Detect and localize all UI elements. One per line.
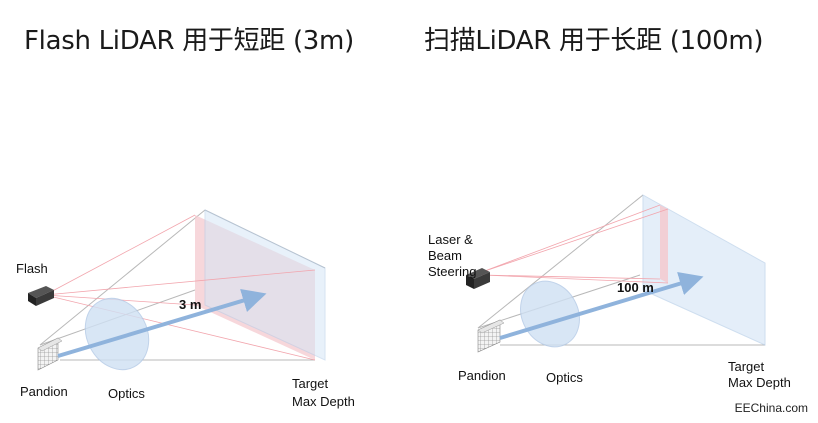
right-distance-label: 100 m <box>617 280 654 295</box>
left-target-label-1: Target <box>292 376 329 391</box>
right-detector-icon <box>477 319 505 353</box>
right-scene <box>466 194 766 353</box>
laser-label-1: Laser & <box>428 232 473 247</box>
left-title: Flash LiDAR 用于短距 (3m) <box>24 26 354 56</box>
right-target-label-2: Max Depth <box>728 375 791 390</box>
right-optics-label: Optics <box>546 370 583 385</box>
left-distance-arrow <box>57 288 267 358</box>
right-target-label-1: Target <box>728 359 765 374</box>
right-laser-rays <box>481 204 669 284</box>
left-distance-label: 3 m <box>179 297 202 312</box>
right-title: 扫描LiDAR 用于长距 (100m) <box>424 26 764 56</box>
right-optics-lens <box>520 280 580 348</box>
laser-label-2: Beam <box>428 248 462 263</box>
left-target-label-2: Max Depth <box>292 394 355 409</box>
left-detector-icon <box>37 337 63 371</box>
left-optics-lens <box>84 297 150 371</box>
flash-label: Flash <box>16 261 48 276</box>
flash-source-icon <box>28 286 54 306</box>
right-target-plane-blue <box>642 194 766 346</box>
laser-source-icon <box>466 268 490 289</box>
right-scan-stripe <box>660 205 668 283</box>
right-distance-arrow <box>499 271 704 340</box>
right-pandion-label: Pandion <box>458 368 506 383</box>
left-target-plane-blue <box>204 209 326 361</box>
laser-label-3: Steering <box>428 264 477 279</box>
left-pandion-label: Pandion <box>20 384 68 399</box>
watermark: EEChina.com <box>734 401 808 415</box>
left-scene <box>28 209 326 371</box>
left-optics-label: Optics <box>108 386 145 401</box>
